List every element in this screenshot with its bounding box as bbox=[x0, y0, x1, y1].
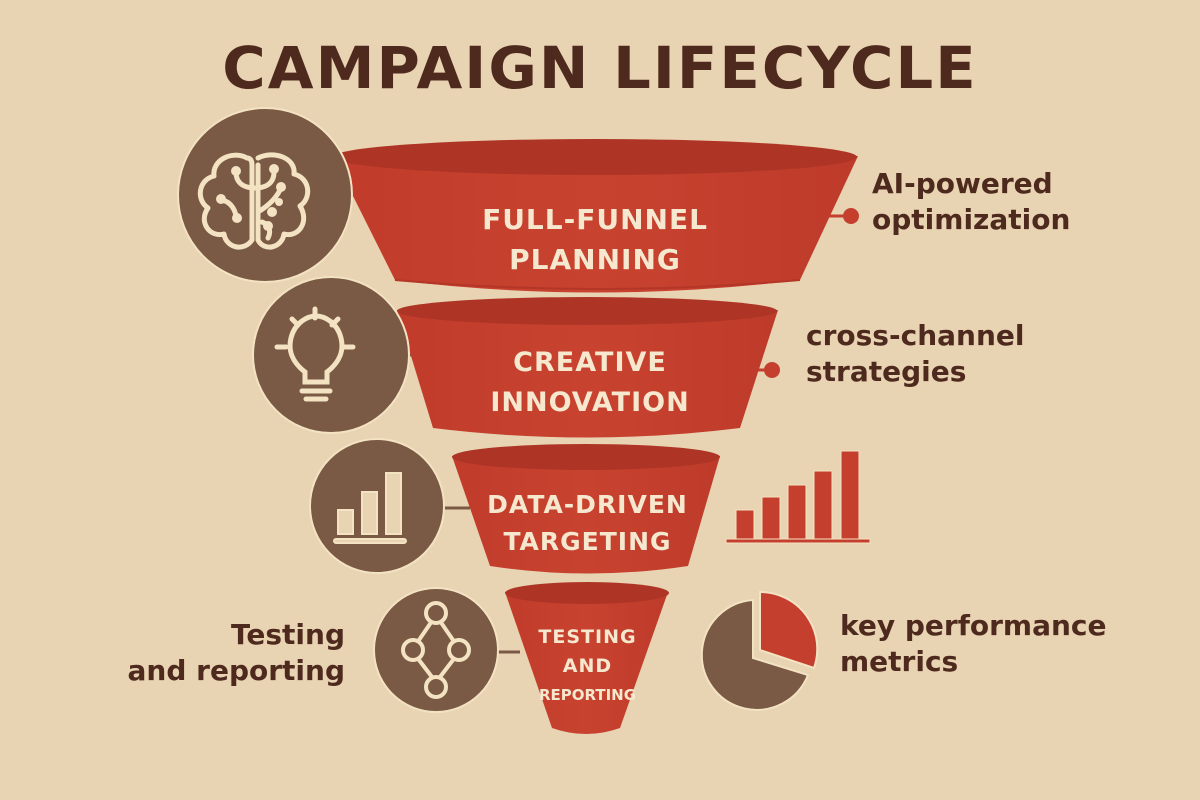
funnel-stage-4[interactable] bbox=[505, 582, 669, 734]
note-line: metrics bbox=[840, 645, 959, 678]
stage-3-label: DATA-DRIVEN TARGETING bbox=[470, 486, 705, 560]
stage-4-label: TESTING AND REPORTING bbox=[520, 623, 655, 710]
network-nodes-icon bbox=[373, 587, 499, 713]
stage-3-label-line-2: TARGETING bbox=[503, 527, 672, 556]
testing-and-reporting-note: Testing and reporting bbox=[120, 617, 345, 689]
stage-1-label: FULL-FUNNEL PLANNING bbox=[420, 200, 770, 280]
note-line: optimization bbox=[872, 203, 1071, 236]
page-title: CAMPAIGN LIFECYCLE bbox=[222, 34, 978, 102]
funnel-stage-1[interactable] bbox=[333, 139, 858, 293]
stage-4-label-line-1: TESTING bbox=[538, 626, 637, 648]
funnel-stage-2[interactable] bbox=[397, 297, 778, 438]
note-line: key performance bbox=[840, 609, 1107, 642]
stage-3-label-line-1: DATA-DRIVEN bbox=[487, 490, 688, 519]
ai-powered-optimization-note: AI-powered optimization bbox=[872, 166, 1070, 238]
funnel-stage-3[interactable] bbox=[452, 444, 720, 574]
pie-chart-icon bbox=[700, 590, 819, 711]
stage-2-label-line-1: CREATIVE bbox=[513, 347, 667, 378]
note-line: cross-channel bbox=[806, 319, 1025, 352]
note-line: Testing bbox=[231, 618, 345, 651]
stage-1-label-line-2: PLANNING bbox=[509, 243, 681, 276]
growth-bar-chart-icon bbox=[725, 450, 871, 544]
stage-1-label-line-1: FULL-FUNNEL bbox=[482, 203, 708, 236]
cross-channel-strategies-note: cross-channel strategies bbox=[806, 318, 1024, 390]
stage-4-label-line-2: AND bbox=[562, 655, 613, 677]
note-line: AI-powered bbox=[872, 167, 1053, 200]
lightbulb-icon bbox=[252, 276, 410, 434]
stage-2-label: CREATIVE INNOVATION bbox=[440, 343, 740, 423]
note-line: strategies bbox=[806, 355, 967, 388]
stage-4-label-line-3: REPORTING bbox=[538, 686, 637, 704]
bar-chart-icon bbox=[309, 438, 445, 574]
brain-circuit-icon bbox=[177, 107, 353, 283]
key-performance-metrics-note: key performance metrics bbox=[840, 608, 1107, 680]
stage-2-label-line-2: INNOVATION bbox=[490, 387, 690, 418]
note-line: and reporting bbox=[127, 654, 345, 687]
